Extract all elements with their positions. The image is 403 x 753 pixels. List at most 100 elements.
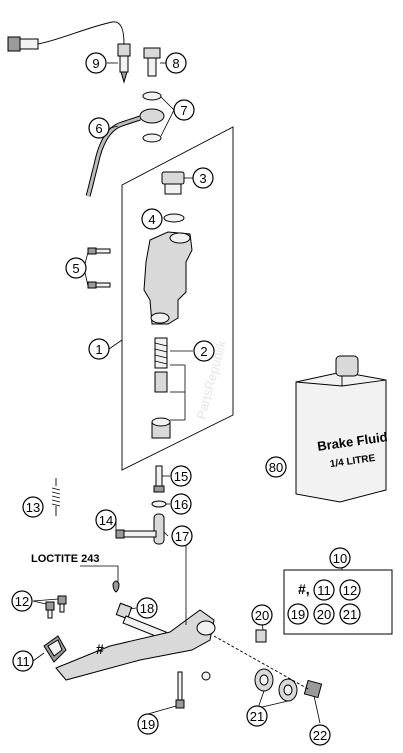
callout-circle xyxy=(339,579,361,601)
callout-3: 3 xyxy=(192,167,214,189)
callout-number: 1 xyxy=(95,342,102,357)
callout-circle xyxy=(85,52,107,74)
callout-circle xyxy=(309,724,331,746)
callout-number: 22 xyxy=(313,728,327,743)
piston xyxy=(154,371,168,393)
callout-21: 21 xyxy=(246,705,268,727)
washer-lower xyxy=(142,133,162,143)
kit-items-group: 11 12 19 20 21 xyxy=(287,579,361,625)
callout-80: 80 xyxy=(265,456,287,478)
callout-circle xyxy=(95,509,117,531)
switch-body xyxy=(117,43,131,57)
callout-13: 13 xyxy=(22,496,44,518)
reservoir-cap xyxy=(161,171,185,195)
callout-12: 12 xyxy=(11,590,33,612)
callout-number: 11 xyxy=(16,654,30,669)
callout-number: 19 xyxy=(291,607,305,622)
callout-circle xyxy=(329,547,351,569)
kit-item-19: 19 xyxy=(287,603,309,625)
callout-number: 21 xyxy=(250,709,264,724)
callout-6: 6 xyxy=(88,117,110,139)
callout-7: 7 xyxy=(173,99,195,121)
callout-circle xyxy=(171,525,193,547)
switch-cable xyxy=(37,21,125,45)
callout-number: 18 xyxy=(140,601,154,616)
callout-number: 6 xyxy=(95,121,102,136)
kit-item-21: 21 xyxy=(339,603,361,625)
loctite-drop xyxy=(112,580,120,593)
callout-20: 20 xyxy=(251,604,273,626)
callout-circle xyxy=(339,603,361,625)
connector-body xyxy=(19,38,39,50)
callout-circle xyxy=(11,590,33,612)
callout-18: 18 xyxy=(136,597,158,619)
assembly-box-outline xyxy=(121,126,234,471)
o-ring xyxy=(163,213,185,223)
switch-tip xyxy=(120,71,128,84)
kit-item-11: 11 xyxy=(313,579,335,601)
callout-8: 8 xyxy=(165,52,187,74)
callout-number: 20 xyxy=(317,607,331,622)
kit-hash-label: #, xyxy=(298,581,310,597)
callout-circle xyxy=(192,167,214,189)
callout-circle xyxy=(12,650,34,672)
callout-circle xyxy=(137,713,159,735)
callout-5: 5 xyxy=(65,257,87,279)
master-cylinder-body xyxy=(143,231,193,325)
callout-4: 4 xyxy=(141,208,163,230)
callout-number: 4 xyxy=(148,212,155,227)
clevis-and-bolt xyxy=(115,513,165,545)
callout-circle xyxy=(165,52,187,74)
switch-thread xyxy=(119,55,129,73)
callout-1: 1 xyxy=(88,338,110,360)
brake-pedal xyxy=(55,609,216,681)
callout-number: 9 xyxy=(92,56,99,71)
callout-number: 5 xyxy=(72,261,79,276)
callout-10: 10 xyxy=(329,547,351,569)
loctite-label: LOCTITE 243 xyxy=(31,553,99,565)
callout-number: 7 xyxy=(180,103,187,118)
callout-circle xyxy=(246,705,268,727)
return-spring xyxy=(51,478,61,516)
callout-circle xyxy=(88,338,110,360)
callout-circle xyxy=(313,603,335,625)
callout-number: 8 xyxy=(172,56,179,71)
leader-lines xyxy=(32,62,343,724)
push-rod xyxy=(151,465,167,508)
callout-16: 16 xyxy=(170,493,192,515)
callout-number: 19 xyxy=(141,717,155,732)
callout-number: 12 xyxy=(343,583,357,598)
callout-11: 11 xyxy=(12,650,34,672)
callout-number: 2 xyxy=(200,344,207,359)
callout-circle xyxy=(265,456,287,478)
callout-number: 21 xyxy=(343,607,357,622)
callout-2: 2 xyxy=(193,340,215,362)
brake-fluid-can: Brake Fluid 1/4 LITRE xyxy=(295,355,389,503)
kit-item-20: 20 xyxy=(313,603,335,625)
callout-circle xyxy=(173,99,195,121)
callout-number: 16 xyxy=(174,497,188,512)
piston-kit xyxy=(151,337,171,439)
brake-light-switch-assembly xyxy=(7,21,131,84)
callout-19: 19 xyxy=(137,713,159,735)
callout-17: 17 xyxy=(171,525,193,547)
callout-circle xyxy=(88,117,110,139)
callout-circle xyxy=(22,496,44,518)
callout-number: 14 xyxy=(99,513,113,528)
hash-label: # xyxy=(96,641,104,657)
washer-upper xyxy=(142,91,162,101)
connector-plug xyxy=(7,36,21,52)
callout-15: 15 xyxy=(170,465,192,487)
callout-number: 10 xyxy=(333,551,347,566)
callout-circle xyxy=(65,257,87,279)
footpeg-bolts xyxy=(45,595,67,619)
brake-hose xyxy=(85,108,165,197)
kit-item-12: 12 xyxy=(339,579,361,601)
callout-circle xyxy=(170,493,192,515)
callout-circle xyxy=(251,604,273,626)
pedal-stop-screw xyxy=(175,671,185,709)
callout-number: 17 xyxy=(175,529,189,544)
callout-22: 22 xyxy=(309,724,331,746)
